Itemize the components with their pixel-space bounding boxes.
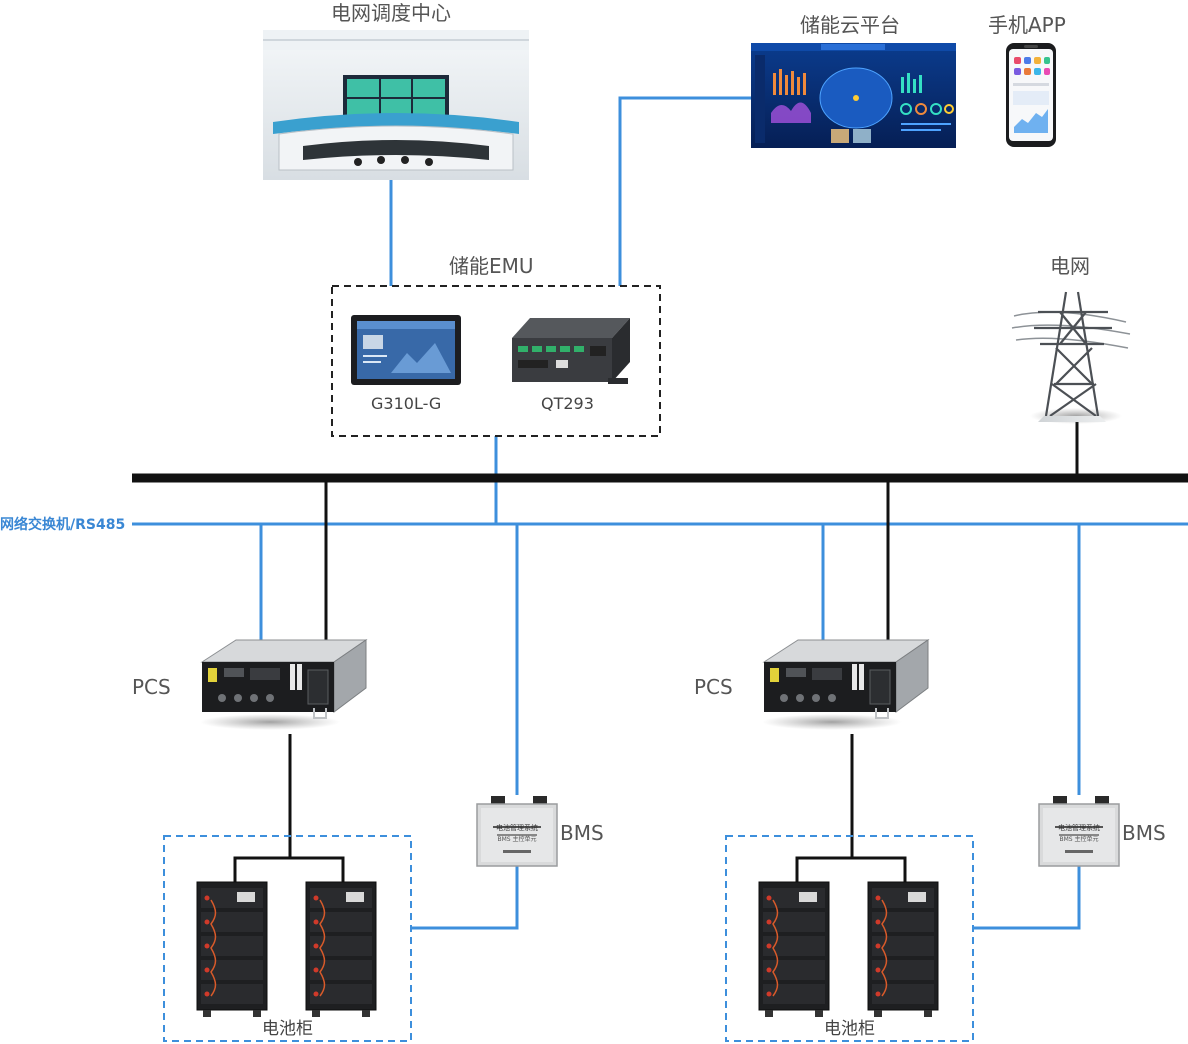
bms-box-sub-left: BMS 主控单元	[497, 835, 536, 843]
gateway-box-icon	[512, 318, 630, 384]
smartphone-icon	[1006, 43, 1056, 147]
comm-lines	[132, 96, 1188, 930]
pcs-left-label: PCS	[132, 675, 171, 699]
battery-left-label: 电池柜	[262, 1019, 313, 1039]
cloud-platform-label: 储能云平台	[800, 13, 900, 37]
transmission-tower-icon	[1011, 291, 1131, 424]
bms-box-sub-right: BMS 主控单元	[1059, 835, 1098, 843]
bms-box-text-left: 电池管理系统	[496, 823, 538, 832]
comm-line-bms-battery-left	[411, 866, 519, 930]
touch-panel-icon	[351, 315, 461, 385]
battery-right-label: 电池柜	[824, 1019, 875, 1039]
mobile-app-label: 手机APP	[988, 13, 1066, 37]
grid-label: 电网	[1050, 254, 1090, 278]
battery-border-right	[725, 835, 974, 1042]
battery-rack-icon-left-1	[196, 881, 268, 1018]
power-lines	[132, 420, 1188, 882]
emu-border	[331, 285, 661, 437]
power-line-split-left	[233, 856, 345, 882]
battery-rack-icon-right-1	[758, 881, 830, 1018]
comm-line-bms-battery-right	[973, 866, 1081, 930]
power-line-split-right	[795, 856, 907, 882]
bms-box-text-right: 电池管理系统	[1058, 823, 1100, 832]
bms-right-label: BMS	[1122, 821, 1166, 845]
network-bus-label: 网络交换机/RS485	[0, 517, 126, 533]
battery-rack-icon-left-2	[305, 881, 377, 1018]
pcs-right-label: PCS	[694, 675, 733, 699]
battery-border-left	[163, 835, 412, 1042]
device-g310-label: G310L-G	[371, 394, 442, 413]
cloud-platform-image	[751, 43, 956, 148]
battery-rack-icon-right-2	[867, 881, 939, 1018]
emu-label: 储能EMU	[449, 254, 534, 278]
dispatch-center-image	[263, 30, 529, 180]
pcs-rack-icon-left	[199, 639, 367, 731]
comm-line-cloud-emu	[618, 96, 751, 286]
pcs-rack-icon-right	[761, 639, 929, 731]
dispatch-center-label: 电网调度中心	[331, 1, 451, 25]
bms-left-label: BMS	[560, 821, 604, 845]
device-qt293-label: QT293	[541, 394, 594, 413]
